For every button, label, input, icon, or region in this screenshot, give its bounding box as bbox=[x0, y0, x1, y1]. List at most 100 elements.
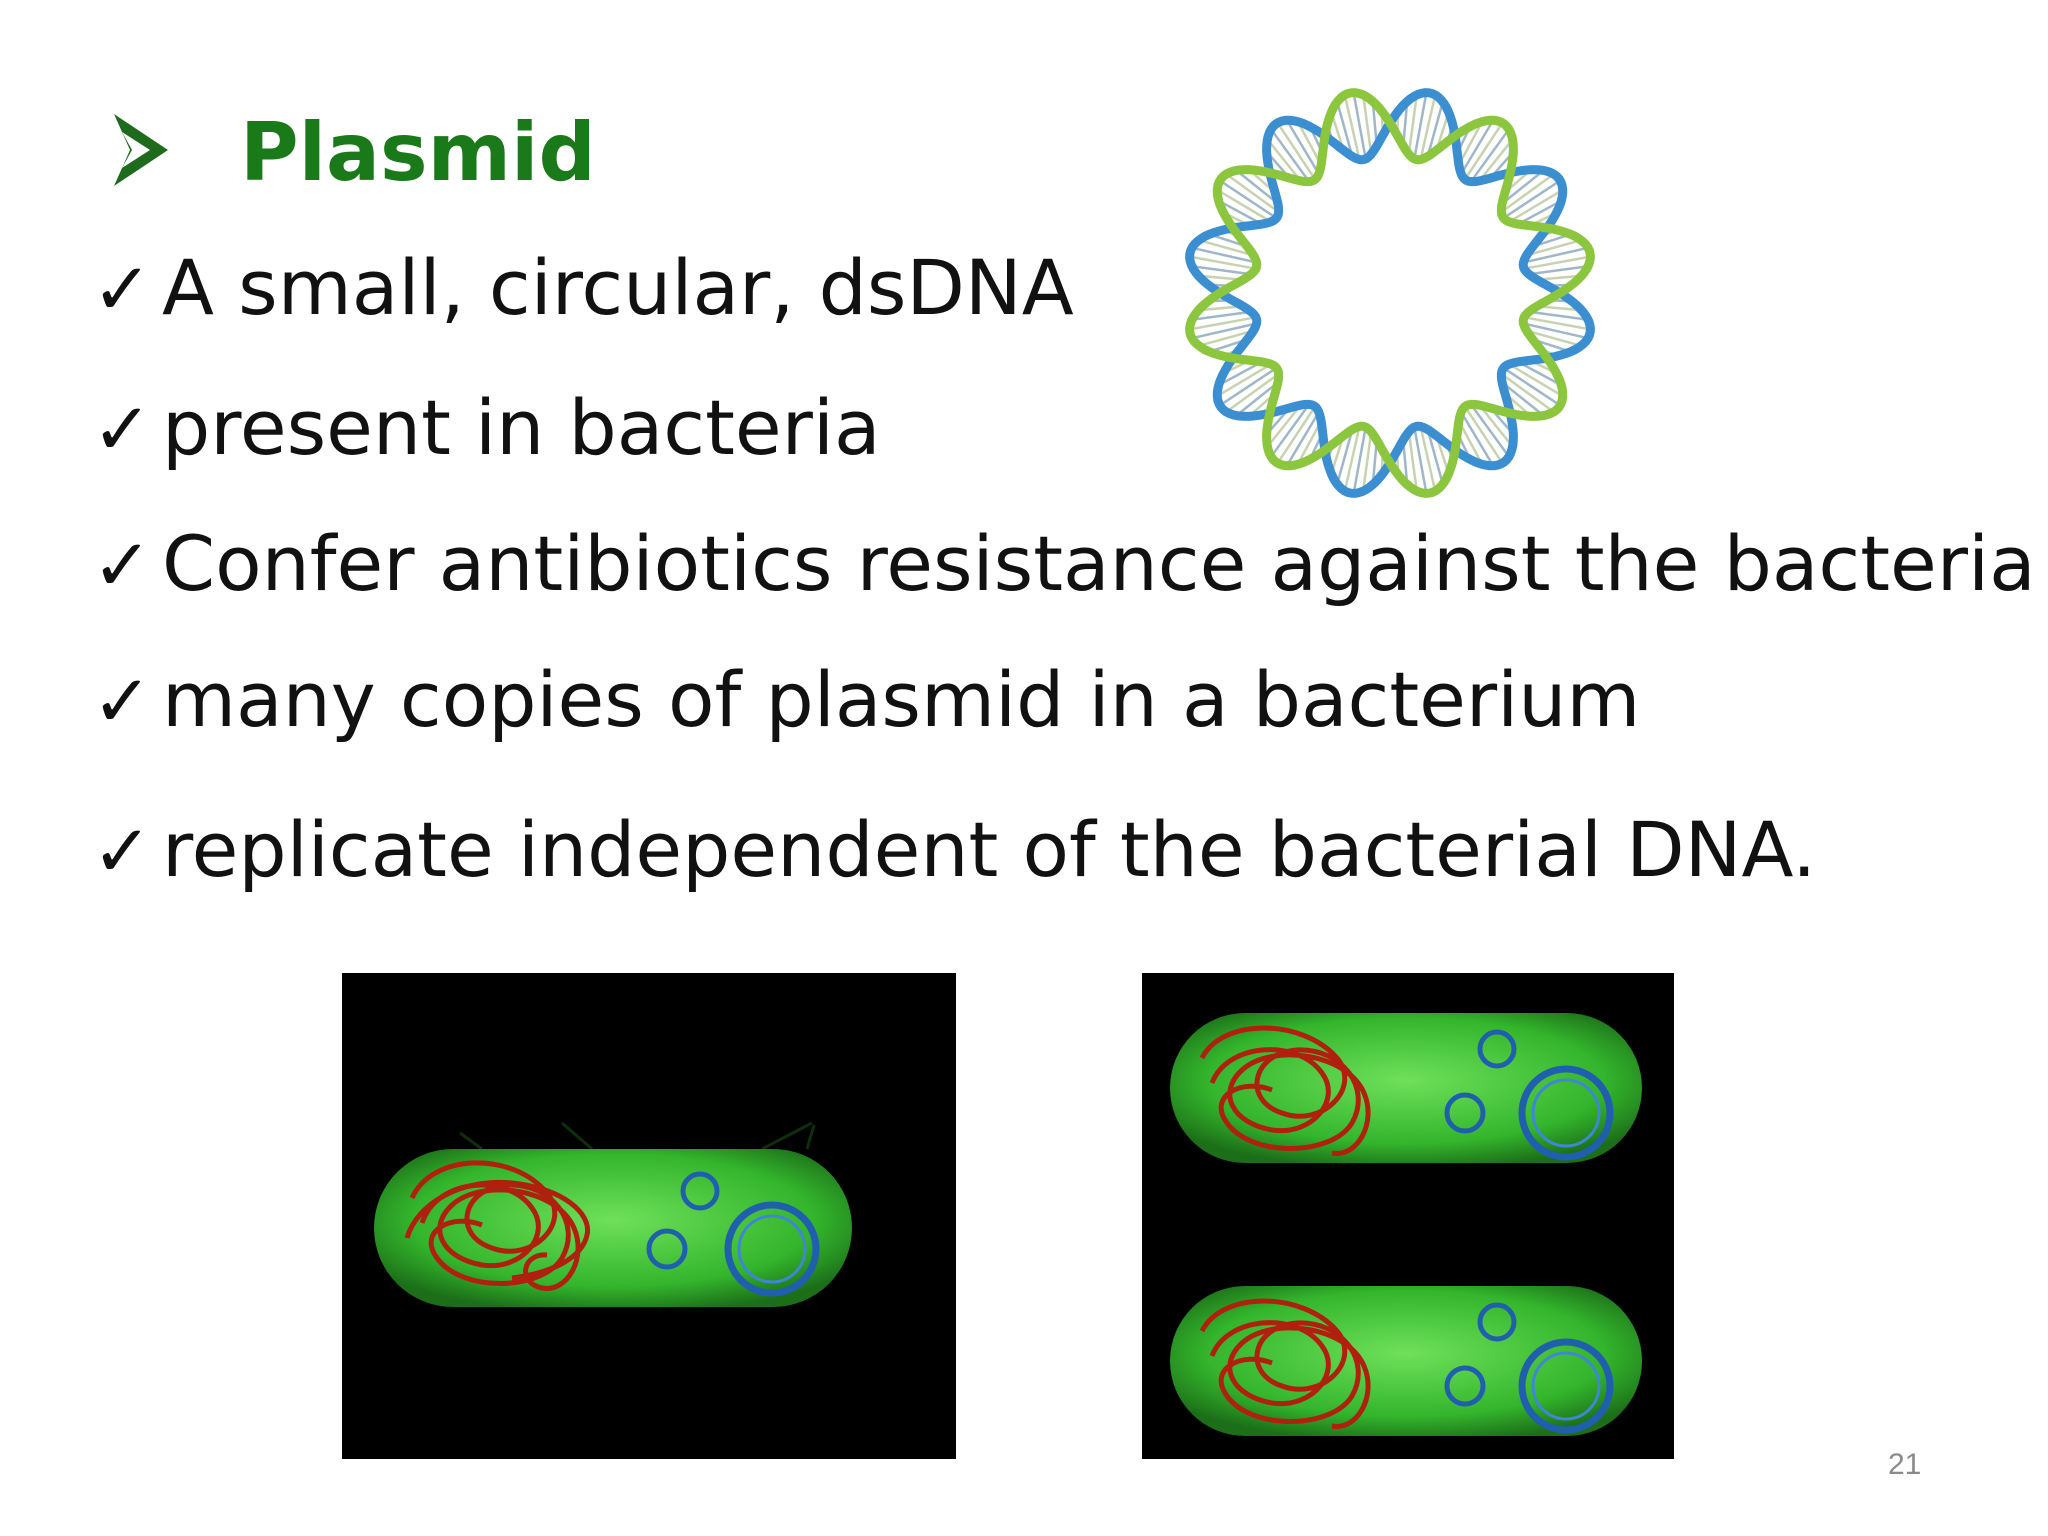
dna-base-pair bbox=[1426, 429, 1445, 485]
dna-base-pair bbox=[1407, 431, 1419, 492]
checkmark-icon: ✓ bbox=[92, 387, 153, 471]
bullet-item: ✓Confer antibiotics resistance against t… bbox=[92, 514, 2036, 615]
dna-base-pair bbox=[1457, 420, 1484, 465]
dna-base-pair bbox=[1523, 316, 1591, 331]
dna-base-pair bbox=[1191, 310, 1252, 322]
dna-base-pair bbox=[1343, 94, 1361, 160]
bacterial-cell bbox=[374, 1149, 852, 1307]
bullet-text: replicate independent of the bacterial D… bbox=[162, 805, 1817, 894]
dna-base-pair bbox=[1343, 426, 1361, 492]
dna-base-pair bbox=[1413, 426, 1428, 494]
dna-base-pair bbox=[1500, 173, 1555, 214]
dna-base-pair bbox=[1478, 138, 1514, 182]
dna-base-pair bbox=[1191, 264, 1252, 276]
dna-base-pair bbox=[1502, 366, 1561, 407]
dna-base-pair bbox=[1218, 199, 1263, 226]
dna-base-pair bbox=[1502, 179, 1561, 220]
dna-base-pairs bbox=[1189, 92, 1591, 494]
dna-base-pair bbox=[1517, 199, 1562, 226]
chromosome-dna bbox=[404, 1160, 590, 1291]
dna-base-pair bbox=[1216, 188, 1272, 223]
dna-base-pair bbox=[1285, 119, 1320, 175]
dna-base-pair bbox=[1523, 322, 1589, 340]
dna-base-pair bbox=[1508, 188, 1564, 223]
daughter-cell-top bbox=[1170, 1013, 1642, 1163]
dna-base-pair bbox=[1219, 366, 1278, 407]
dna-base-pair bbox=[1508, 363, 1564, 398]
bullet-text: many copies of plasmid in a bacterium bbox=[162, 655, 1641, 744]
dna-base-pair bbox=[1517, 360, 1562, 387]
dna-base-pair bbox=[1407, 94, 1419, 155]
dividing-bacterium-image bbox=[1142, 973, 1674, 1459]
dna-base-pair bbox=[1335, 429, 1354, 485]
dna-base-pair bbox=[1500, 372, 1555, 413]
dna-base-pair bbox=[1413, 92, 1428, 160]
dna-base-pair bbox=[1296, 420, 1323, 465]
dna-base-pair bbox=[1189, 316, 1257, 331]
dna-base-pair bbox=[1523, 255, 1591, 270]
bullet-text: Confer antibiotics resistance against th… bbox=[162, 519, 2036, 608]
dna-base-pair bbox=[1526, 329, 1582, 348]
dna-base-pair bbox=[1460, 119, 1495, 175]
checkmark-icon: ✓ bbox=[92, 247, 153, 331]
daughter-cell-bottom bbox=[1170, 1286, 1642, 1436]
dna-base-pair bbox=[1463, 405, 1504, 464]
dna-base-pair bbox=[1235, 381, 1279, 417]
bullet-item: ✓present in bacteria bbox=[92, 378, 881, 479]
checkmark-icon: ✓ bbox=[92, 523, 153, 607]
dna-base-pair bbox=[1501, 381, 1545, 417]
bacterium-image bbox=[342, 973, 956, 1459]
dna-base-pair bbox=[1225, 173, 1280, 214]
dna-base-pair bbox=[1460, 411, 1495, 467]
dna-base-pair bbox=[1198, 238, 1254, 257]
bullet-item: ✓many copies of plasmid in a bacterium bbox=[92, 650, 1640, 751]
arrowhead-bullet-icon bbox=[114, 114, 168, 186]
dna-base-pair bbox=[1528, 264, 1589, 276]
dna-base-pair bbox=[1191, 246, 1257, 264]
dna-base-pair bbox=[1457, 121, 1484, 166]
dna-base-pair bbox=[1463, 122, 1504, 181]
dna-base-pair bbox=[1352, 92, 1367, 160]
dna-base-pair bbox=[1296, 121, 1323, 166]
dna-base-pair bbox=[1219, 179, 1278, 220]
bullet-text: present in bacteria bbox=[162, 383, 881, 472]
bullet-item: ✓replicate independent of the bacterial … bbox=[92, 800, 1816, 901]
dna-base-pair bbox=[1270, 403, 1311, 458]
dna-base-pair bbox=[1218, 360, 1263, 387]
dna-strand-green bbox=[1185, 88, 1595, 498]
dna-base-pair bbox=[1419, 94, 1437, 160]
dna-base-pair bbox=[1266, 404, 1302, 448]
plasmid-rings bbox=[646, 1171, 820, 1297]
dna-base-pair bbox=[1523, 246, 1589, 264]
dna-base-pair bbox=[1189, 255, 1257, 270]
slide-title: Plasmid bbox=[240, 106, 596, 199]
page-number: 21 bbox=[1888, 1448, 1922, 1481]
bullet-item: ✓A small, circular, dsDNA bbox=[92, 238, 1074, 339]
dna-base-pair bbox=[1270, 128, 1311, 183]
dna-base-pair bbox=[1235, 169, 1279, 205]
dna-base-pair bbox=[1335, 101, 1354, 157]
dna-base-pair bbox=[1361, 431, 1373, 492]
checkmark-icon: ✓ bbox=[92, 659, 153, 743]
dna-base-pair bbox=[1526, 238, 1582, 257]
dna-base-pair bbox=[1276, 405, 1317, 464]
dna-base-pair bbox=[1276, 122, 1317, 181]
dna-base-pair bbox=[1198, 329, 1254, 348]
dna-base-pair bbox=[1419, 426, 1437, 492]
dna-base-pair bbox=[1361, 94, 1373, 155]
dna-base-pair bbox=[1469, 128, 1510, 183]
dna-strand-blue bbox=[1185, 88, 1595, 498]
dna-base-pair bbox=[1426, 101, 1445, 157]
dna-base-pair bbox=[1285, 411, 1320, 467]
dna-base-pair bbox=[1225, 372, 1280, 413]
checkmark-icon: ✓ bbox=[92, 809, 153, 893]
dna-base-pair bbox=[1478, 404, 1514, 448]
dna-base-pair bbox=[1266, 138, 1302, 182]
circular-dna-illustration bbox=[1185, 88, 1595, 498]
dna-base-pair bbox=[1469, 403, 1510, 458]
dna-base-pair bbox=[1501, 169, 1545, 205]
dna-base-pair bbox=[1191, 322, 1257, 340]
dna-base-pair bbox=[1216, 363, 1272, 398]
dna-base-pair bbox=[1352, 426, 1367, 494]
